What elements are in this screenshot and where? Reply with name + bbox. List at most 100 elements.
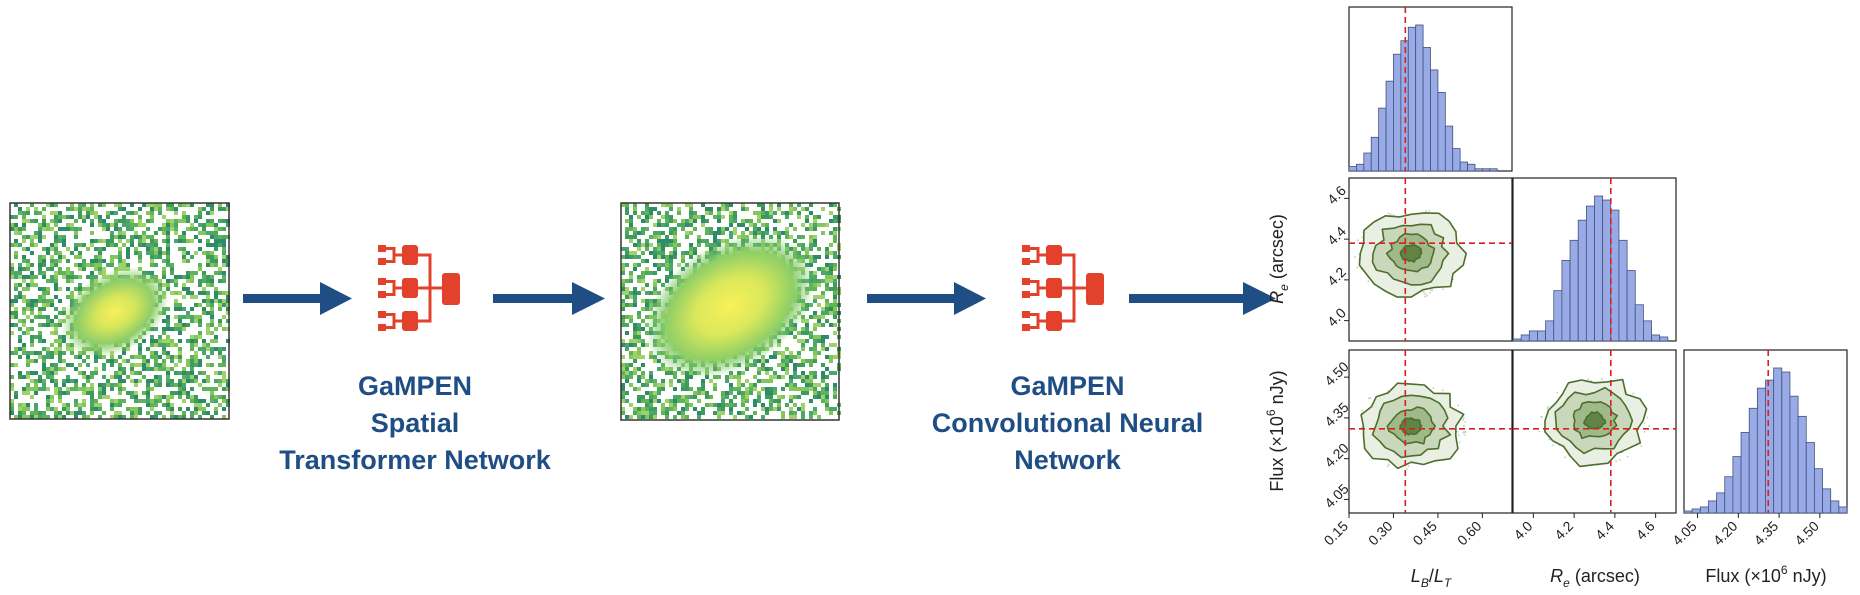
hist-re-bar xyxy=(1659,336,1669,342)
y-axis-re-tick-label: 4.6 xyxy=(1324,182,1349,207)
hist-re-bar xyxy=(1537,330,1546,342)
transformed-galaxy-blob xyxy=(645,234,815,378)
x-axis-re-tick-label: 4.4 xyxy=(1592,518,1617,543)
hist-flux-bar xyxy=(1748,407,1758,514)
hist-flux-bar xyxy=(1822,488,1832,514)
contour-flux-vs-lblt-dot xyxy=(1367,397,1370,400)
hist-re-bar xyxy=(1577,219,1587,342)
hist-re-bar xyxy=(1594,195,1604,342)
hist-flux-bar xyxy=(1724,476,1734,514)
x-axis-lb-lt-tick-label: 0.30 xyxy=(1365,518,1396,549)
hist-lb-lt-bar xyxy=(1407,26,1417,172)
xlabel-flux: Flux (×106 nJy) xyxy=(1705,563,1826,586)
contour-flux-vs-re-dot xyxy=(1587,378,1590,381)
contour-flux-vs-lblt-dot xyxy=(1386,465,1389,467)
stage2-caption-line3: Network xyxy=(1014,445,1121,475)
stage2-caption-line2: Convolutional Neural xyxy=(931,408,1204,438)
hist-re-bar xyxy=(1602,199,1612,342)
stage1-caption-line1: GaMPEN xyxy=(357,371,473,401)
transformed-galaxy-image xyxy=(620,202,841,421)
contour-flux-vs-re-dot xyxy=(1546,407,1549,410)
y-axis-flux-tick-label: 4.20 xyxy=(1321,440,1352,471)
contour-re-vs-lblt-dot xyxy=(1430,289,1432,292)
hist-re-bar xyxy=(1626,270,1636,342)
hist-flux-bar xyxy=(1732,456,1742,514)
hist-lb-lt-bar xyxy=(1467,163,1476,172)
hist-re-bar xyxy=(1618,239,1628,342)
stage2-caption-line1: GaMPEN xyxy=(1010,371,1125,401)
contour-re-vs-lblt-dot xyxy=(1429,291,1432,294)
contour-flux-vs-lblt-dot xyxy=(1458,441,1461,444)
contour-flux-vs-lblt-dot xyxy=(1457,434,1460,437)
contour-flux-vs-lblt-dot xyxy=(1405,468,1408,470)
x-axis-flux-tick-label: 4.35 xyxy=(1751,518,1782,549)
contour-flux-vs-lblt-dot xyxy=(1464,431,1467,434)
contour-flux-vs-lblt-dot xyxy=(1464,420,1467,423)
y-axis-flux-tick-label: 4.35 xyxy=(1321,399,1352,430)
hist-re-bar xyxy=(1561,260,1571,342)
hist-flux-bar xyxy=(1830,500,1840,514)
arrow-icon xyxy=(493,282,605,315)
y-axis-re-tick-label: 4.4 xyxy=(1324,223,1349,248)
contour-flux-vs-lblt-dot xyxy=(1463,425,1465,427)
contour-flux-vs-re-dot xyxy=(1626,455,1629,458)
hist-flux-bar xyxy=(1716,492,1726,514)
contour-flux-vs-re-dot xyxy=(1552,444,1555,447)
input-image-frame xyxy=(9,202,230,420)
contour-flux-vs-re-dot xyxy=(1538,430,1541,433)
contour-re-vs-lblt-dot xyxy=(1442,288,1445,290)
hist-re-bar xyxy=(1569,239,1579,342)
contour-flux-vs-re-dot xyxy=(1548,438,1551,441)
hist-lb-lt-bar xyxy=(1422,47,1431,172)
contour-flux-vs-lblt-dot xyxy=(1462,419,1464,421)
contour-flux-vs-lblt-dot xyxy=(1361,409,1363,412)
hist-flux-bar xyxy=(1691,508,1701,514)
hist-flux-bar xyxy=(1814,468,1823,514)
contour-flux-vs-lblt-dot xyxy=(1463,434,1466,436)
contour-re-vs-lblt-dot xyxy=(1387,212,1390,215)
contour-flux-vs-lblt-dot xyxy=(1361,426,1363,429)
hist-flux-bar xyxy=(1789,395,1799,514)
ylabel-re: Re (arcsec) xyxy=(1267,214,1291,304)
hist-re-bar xyxy=(1553,290,1563,342)
contour-flux-vs-re-dot xyxy=(1618,458,1621,461)
hist-flux-bar xyxy=(1805,442,1815,514)
contour-re-vs-lblt-dot xyxy=(1431,289,1434,292)
hist-re-bar xyxy=(1512,338,1522,342)
contour-re-vs-lblt-dot xyxy=(1354,256,1356,258)
contour-flux-vs-lblt-dot xyxy=(1462,417,1465,419)
contour-flux-vs-re-dot xyxy=(1640,445,1643,447)
y-axis-flux-tick-label: 4.05 xyxy=(1321,480,1352,511)
arrow-icon xyxy=(1129,282,1276,315)
xlabel-lb-lt: LB/LT xyxy=(1411,566,1453,590)
hist-re-bar xyxy=(1651,334,1661,342)
hist-flux-bar xyxy=(1797,415,1807,514)
hist-lb-lt-bar xyxy=(1444,125,1454,172)
hist-flux-bar xyxy=(1838,506,1848,514)
ylabel-flux: Flux (×106 nJy) xyxy=(1264,370,1287,491)
input-galaxy-blob xyxy=(60,266,170,358)
hist-re-bar xyxy=(1634,304,1644,342)
contour-flux-vs-re-dot xyxy=(1563,456,1566,459)
hist-lb-lt-bar xyxy=(1370,136,1380,172)
stage1-caption: GaMPEN Spatial Transformer Network xyxy=(240,368,590,479)
hist-re-bar xyxy=(1520,334,1530,342)
contour-flux-vs-re-dot xyxy=(1632,392,1634,395)
hist-flux-bar xyxy=(1781,371,1791,514)
hist-flux-bar xyxy=(1740,432,1750,514)
arrow-icon xyxy=(243,282,352,315)
contour-flux-vs-lblt-dot xyxy=(1432,387,1435,389)
hist-lb-lt-bar xyxy=(1489,168,1498,172)
x-axis-flux-tick-label: 4.20 xyxy=(1710,518,1741,549)
x-axis-lb-lt-tick-label: 0.60 xyxy=(1454,518,1485,549)
x-axis-flux-tick-label: 4.50 xyxy=(1791,518,1822,549)
x-axis-lb-lt-tick-label: 0.15 xyxy=(1321,518,1352,549)
hist-flux-bar xyxy=(1765,379,1775,514)
contour-flux-vs-lblt-dot xyxy=(1387,463,1390,466)
network-icon xyxy=(378,245,460,331)
contour-flux-vs-re-dot xyxy=(1540,415,1543,418)
hist-flux-bar xyxy=(1683,510,1693,514)
contour-re-vs-lblt-dot xyxy=(1426,294,1428,297)
x-axis-re-tick-label: 4.6 xyxy=(1633,518,1658,543)
